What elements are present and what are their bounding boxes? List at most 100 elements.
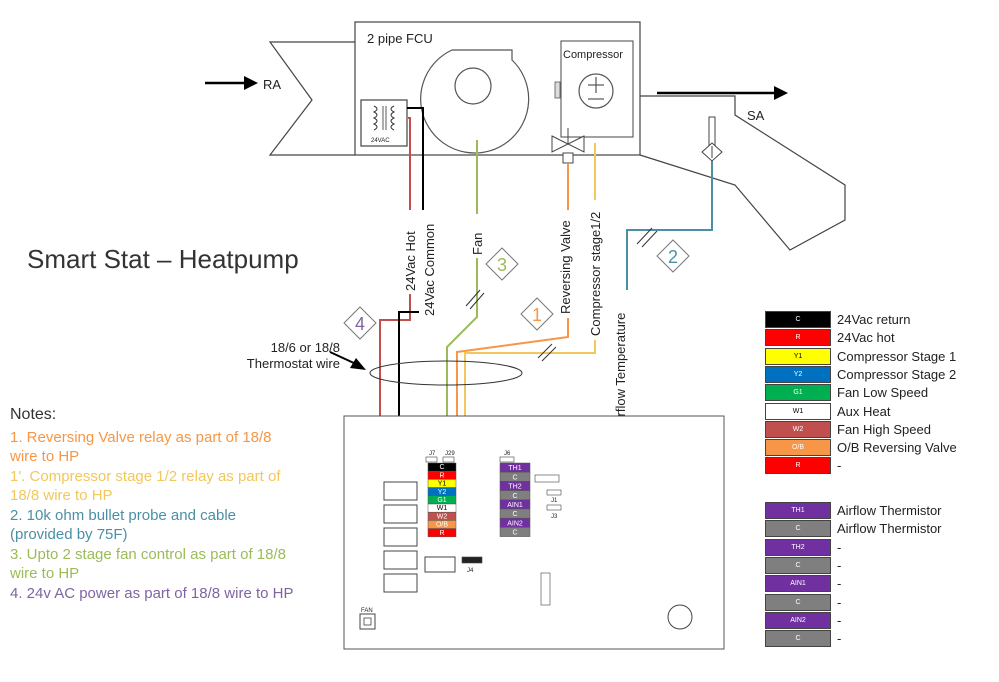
svg-text:J6: J6: [504, 451, 511, 457]
return-air-arrow: [205, 76, 258, 90]
svg-text:J7: J7: [429, 451, 436, 457]
sensor-legend-desc: Airflow Thermistor: [837, 521, 942, 537]
pipe-element: [554, 81, 561, 99]
wire-legend-desc: Fan High Speed: [837, 421, 931, 437]
svg-text:1: 1: [532, 305, 542, 325]
wire-legend-row: Y1 Compressor Stage 1: [765, 347, 995, 366]
label-airflow-temperature: Airflow Temperature: [610, 290, 629, 432]
label-reversing-valve: Reversing Valve: [555, 210, 574, 318]
header-j29: J29: [442, 451, 455, 463]
thermostat-wire-line-2: Thermostat wire: [246, 356, 340, 371]
note-1: 1. Reversing Valve relay as part of 18/8…: [10, 428, 272, 466]
left-terminal-label-2: Y1: [438, 481, 447, 488]
label-compressor-stage: Compressor stage1/2: [585, 200, 604, 340]
svg-text:Reversing Valve: Reversing Valve: [558, 220, 573, 314]
left-terminal-label-3: Y2: [438, 489, 447, 496]
wire-legend-swatch: G1: [765, 384, 831, 402]
sensor-legend-desc: -: [837, 557, 842, 573]
header-j6: J6: [499, 451, 515, 463]
sensor-legend-row: C-: [765, 556, 995, 575]
wire-legend-swatch: W1: [765, 402, 831, 420]
wire-legend-row: R-: [765, 457, 995, 475]
note-2: 2. 10k ohm bullet probe and cable (provi…: [10, 506, 236, 544]
return-air-duct: [268, 41, 355, 156]
notes-panel: Notes: 1. Reversing Valve relay as part …: [10, 405, 300, 603]
thermostat-wire-arrow: [329, 351, 366, 370]
svg-text:J4: J4: [467, 568, 474, 574]
wire-legend-desc: Compressor Stage 1: [837, 348, 957, 364]
notes-heading: Notes:: [10, 406, 57, 423]
left-terminal-8: [427, 528, 457, 538]
wire-legend-swatch: C: [765, 311, 831, 328]
vertical-connector: [540, 572, 551, 606]
wire-legend-desc: Compressor Stage 2: [837, 366, 957, 382]
note-4: 4. 24v AC power as part of 18/8 wire to …: [10, 584, 294, 602]
right-terminal-7: [499, 527, 531, 537]
page-title: Smart Stat – Heatpump: [27, 244, 299, 274]
label-24vac-hot: 24Vac Hot: [400, 210, 419, 294]
sensor-legend-desc: -: [837, 594, 842, 610]
fan-button[interactable]: FAN: [359, 608, 376, 630]
sensor-legend-swatch: C: [765, 556, 831, 574]
svg-text:2: 2: [668, 247, 678, 267]
sensor-legend-swatch: TH2: [765, 538, 831, 556]
sensor-legend-swatch: TH1: [765, 502, 831, 519]
transformer-icon: [360, 99, 408, 147]
sensor-legend-row: AIN2-: [765, 611, 995, 630]
blower-icon: [420, 49, 530, 154]
airflow-sensor-icon: [701, 116, 723, 162]
relay-blocks: [383, 481, 456, 593]
compressor-icon: [578, 73, 614, 109]
svg-text:J3: J3: [551, 514, 558, 520]
sensor-legend-swatch: C: [765, 630, 831, 648]
wire-legend-desc: -: [837, 458, 842, 474]
sensor-legend-desc: -: [837, 631, 842, 647]
header-j4: J4: [461, 556, 483, 574]
right-terminal-label-1: C: [512, 474, 517, 481]
svg-text:24Vac Hot: 24Vac Hot: [403, 231, 418, 291]
sensor-legend-row: TH1 Airflow Thermistor: [765, 502, 995, 520]
wire-legend-swatch: Y1: [765, 347, 831, 365]
right-terminal-label-5: C: [512, 511, 517, 518]
thermostat-wire-line-1: 18/6 or 18/8: [270, 340, 340, 355]
svg-text:Fan: Fan: [470, 233, 485, 255]
callout-3: 3: [485, 247, 519, 281]
note-1-prime: 1'. Compressor stage 1/2 relay as part o…: [10, 467, 281, 505]
sensor-legend-desc: Airflow Thermistor: [837, 503, 942, 518]
left-terminal-label-6: W2: [437, 513, 448, 520]
sensor-legend-desc: -: [837, 612, 842, 628]
left-terminal-label-0: C: [439, 464, 444, 471]
svg-text:Airflow Temperature: Airflow Temperature: [613, 313, 628, 428]
right-terminal-label-6: AIN2: [507, 520, 523, 527]
right-terminal-label-2: TH2: [508, 484, 521, 491]
wire-legend-desc: 24Vac hot: [837, 330, 895, 346]
svg-text:Compressor stage1/2: Compressor stage1/2: [588, 212, 603, 336]
supply-air-label: SA: [747, 108, 765, 123]
right-terminal-label-3: C: [512, 493, 517, 500]
sensor-legend-swatch: AIN2: [765, 611, 831, 629]
right-terminal-label-7: C: [512, 530, 517, 537]
svg-text:J29: J29: [445, 451, 455, 457]
left-terminal-label-4: G1: [437, 497, 446, 504]
thermostat-wire-bundle: [369, 360, 523, 386]
svg-text:J1: J1: [551, 498, 558, 504]
compressor-label: Compressor: [563, 49, 623, 61]
left-terminal-label-7: O/B: [436, 522, 448, 529]
sensor-legend-row: C-: [765, 593, 995, 612]
sensor-legend-row: C-: [765, 630, 995, 648]
right-terminal-label-4: AIN1: [507, 502, 523, 509]
reversing-valve-icon: [551, 128, 585, 164]
